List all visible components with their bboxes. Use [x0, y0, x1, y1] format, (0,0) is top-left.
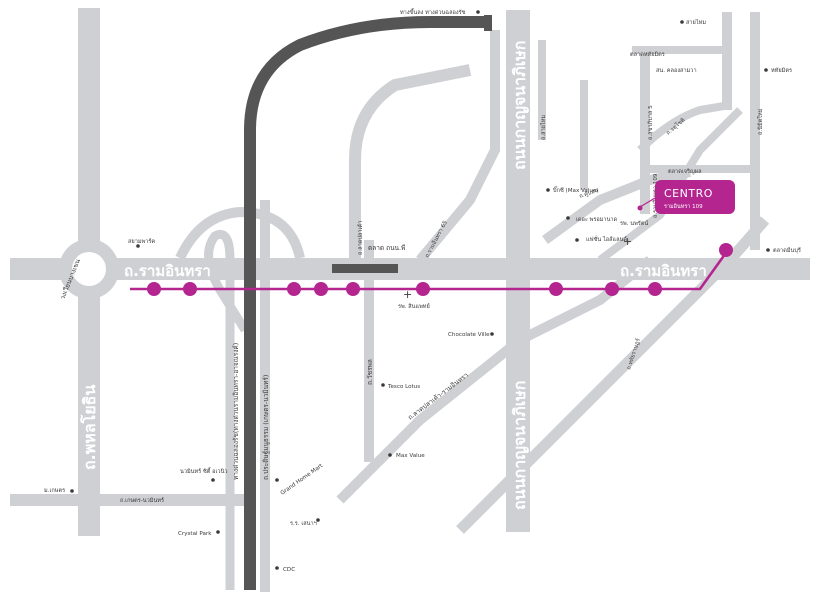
label-charoenphon: ตลาดเจริญผล	[668, 168, 702, 175]
metro-station-5	[346, 282, 360, 296]
road-hathairat	[456, 216, 770, 534]
label-expressway: ทางด่วนฉลองรัช(ทางด่วนรามอินทรา-อาจณรงค์…	[232, 343, 240, 480]
label-kanchanaphisek-2: ถนนกาญจนาภิเษก	[510, 381, 530, 510]
road-kaset-nawamin	[10, 494, 250, 506]
metro-station-1	[147, 282, 161, 296]
road-nimit-mai	[750, 12, 760, 250]
hospital-cross-icon-2: +	[623, 235, 632, 248]
label-crystal-park: Crystal Park	[178, 531, 212, 537]
poi-dot-central	[566, 216, 570, 220]
interchange-ramp	[204, 230, 249, 590]
label-big-c: บิ๊กซี (Max Value)	[553, 186, 599, 194]
poi-dot-nawamin-city	[211, 478, 215, 482]
label-max-value: Max Value	[396, 453, 425, 459]
poi-dot-chocolate-ville	[490, 332, 494, 336]
metro-station-7	[549, 282, 563, 296]
label-chalong-rat-ramintra: ถ.ลาดปลาเค้า-รามอินทรา	[406, 371, 470, 422]
label-kheha: สน. คลองสามวา	[656, 67, 697, 74]
project-location-dot	[637, 205, 643, 211]
label-lat-pla-khao: ถ.ลาดปลาเค้า	[357, 221, 364, 255]
road-kanchanaphisek	[506, 10, 530, 532]
poi-dot-kaset	[70, 489, 74, 493]
label-chocolate-ville: Chocolate Ville	[448, 332, 490, 338]
poi-dot-max-value	[388, 453, 392, 457]
poi-dot-tesco-lotus	[381, 383, 385, 387]
road-ram-inthra-65	[416, 30, 500, 264]
project-brand: CENTRO	[664, 187, 713, 200]
label-fashion-island: แฟชั่น ไอส์แลนด์	[586, 235, 627, 243]
road-sai-mai	[538, 40, 546, 140]
label-grand-home-mart: Grand Home Mart	[280, 463, 325, 497]
label-sukhaphiban: ถ.สุขาภิบาล 5	[647, 105, 654, 140]
label-cdc: CDC	[283, 567, 295, 573]
label-phahonyothin: ถ.พหลโยธิน	[79, 385, 99, 470]
label-central: เดอะ พรอมานาด	[576, 217, 618, 223]
expressway-end	[484, 15, 492, 31]
metro-station-3	[287, 282, 301, 296]
metro-station-8	[605, 282, 619, 296]
poi-dot-ror-chor-sena	[316, 518, 320, 522]
poi-dot-crystal-park	[216, 530, 220, 534]
road-watcharaphon	[364, 240, 374, 462]
roundabout-center	[72, 252, 106, 286]
label-watcharaphon-market: ตลาด ถนน.พี	[368, 244, 405, 252]
project-badge-bg	[655, 180, 735, 214]
road-chatuchak	[637, 101, 731, 153]
label-ram-inthra-right: ถ.รามอินทรา	[620, 262, 707, 280]
label-tesco-lotus: Tesco Lotus	[387, 384, 420, 390]
label-ror-chor-sena: ร.ร. เสนาฯ	[290, 520, 317, 527]
road-sukhaphiban-top	[722, 12, 732, 110]
label-minburi: ตลาดมีนบุรี	[773, 247, 801, 254]
label-sai-mai-market: สายไหม	[686, 19, 706, 26]
metro-station-6	[416, 282, 430, 296]
road-khu-bon	[542, 167, 691, 245]
poi-dot-fashion-island	[575, 238, 579, 242]
label-hathairat-market: หทัยมิตร	[771, 67, 792, 74]
label-kanchanaphisek-1: ถนนกาญจนาภิเษก	[510, 41, 530, 170]
metro-station-10	[719, 243, 733, 257]
project-subtitle: รามอินทรา 109	[664, 203, 703, 210]
metro-station-2	[183, 282, 197, 296]
label-sanambin: ทางขึ้นลง ทางด่วนฉลองรัช	[400, 8, 466, 16]
label-nopparat: รพ. นพรัตน์	[620, 219, 648, 227]
metro-station-9	[648, 282, 662, 296]
poi-dot-big-c	[546, 188, 550, 192]
road-lat-plakhao-north	[580, 80, 588, 190]
road-ram-inthra-109	[640, 46, 650, 214]
poi-dot-grand-home-mart	[275, 478, 279, 482]
watcharaphon-overpass	[332, 264, 398, 273]
label-nimit-mai: ถ.นิมิตใหม่	[757, 108, 764, 135]
label-ram-inthra-left: ถ.รามอินทรา	[124, 262, 211, 280]
poi-dot-minburi	[766, 248, 770, 252]
hospital-cross-icon: +	[403, 288, 412, 301]
label-kaset: ม.เกษตร	[44, 488, 65, 494]
label-hospital-synphaet: รพ. สินแพทย์	[398, 302, 430, 310]
label-ram-inthra-65: ถ.รามอินทรา 65	[424, 219, 450, 259]
label-sai-mai: ถ.สายไหม	[540, 115, 547, 140]
label-nawamin-city: นวมินทร์ ซิตี้ อเวนิว	[180, 467, 228, 475]
poi-dot-sai-mai	[680, 20, 684, 24]
road-charoenphon	[650, 165, 760, 173]
metro-station-4	[314, 282, 328, 296]
poi-dot-siam-park	[136, 244, 140, 248]
road-pradit-manutham	[260, 200, 270, 592]
poi-dot-hathairat	[764, 68, 768, 72]
road-top-connector	[632, 46, 732, 54]
label-watcharaphon: ถ.วัชรพล	[366, 359, 374, 385]
label-pradit-manutham: ถ.ประดิษฐ์มนูธรรม (เกษตร-นวมินทร์)	[262, 375, 270, 480]
expressway	[244, 16, 490, 590]
interchange-loop-outer	[175, 206, 305, 261]
label-top-connector: ตลาดหทัยมิตร	[630, 51, 665, 58]
poi-dot-sanambin	[476, 10, 480, 14]
label-kaset-nawamin: ถ.เกษตร-นวมินทร์	[120, 496, 164, 504]
label-siam-park: สยามพาร์ค	[128, 237, 155, 245]
project-badge[interactable]: CENTRO รามอินทรา 109	[655, 180, 735, 214]
road-lat-pla-khao	[349, 64, 472, 260]
poi-dot-cdc	[275, 566, 279, 570]
